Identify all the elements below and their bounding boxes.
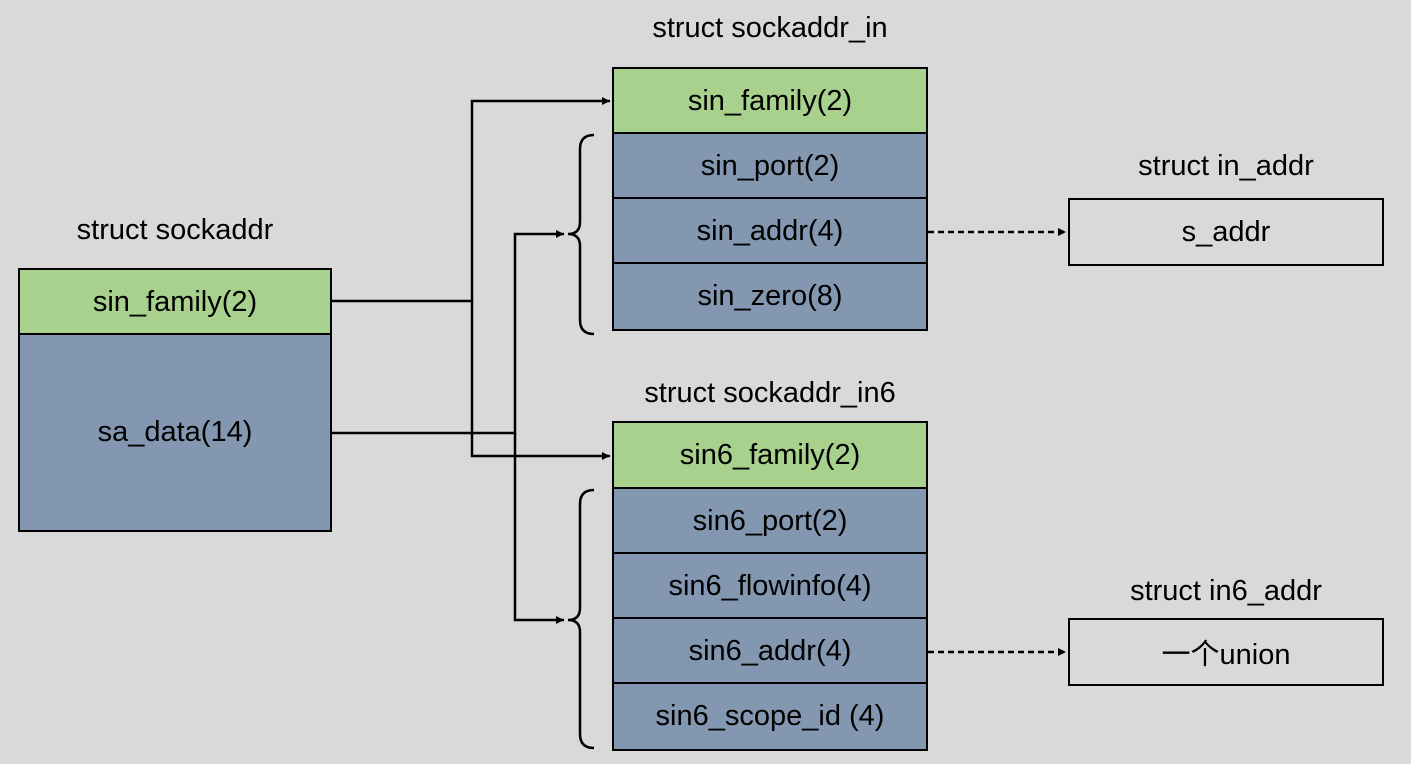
sockaddr-data-field: sa_data(14) xyxy=(18,333,332,532)
brace-sockaddr-in xyxy=(567,133,595,336)
sin-family-field: sin_family(2) xyxy=(612,67,928,135)
sin6-addr-field: sin6_addr(4) xyxy=(612,617,928,685)
s-addr-field: s_addr xyxy=(1068,198,1384,266)
sin-zero-field: sin_zero(8) xyxy=(612,262,928,331)
sin6-flowinfo-field: sin6_flowinfo(4) xyxy=(612,552,928,620)
arrow-data-to-in6-brace xyxy=(513,433,564,624)
in-addr-title: struct in_addr xyxy=(1138,150,1314,182)
sin6-scope-id-field: sin6_scope_id (4) xyxy=(612,682,928,751)
sockaddr-title: struct sockaddr xyxy=(76,214,274,246)
arrow-family-to-sin6-family xyxy=(470,301,610,460)
sin6-family-field: sin6_family(2) xyxy=(612,421,928,490)
sin6-port-field: sin6_port(2) xyxy=(612,487,928,555)
arrow-family-to-sin-family xyxy=(332,97,610,303)
in6-addr-title: struct in6_addr xyxy=(1130,575,1322,607)
sockaddr-family-field: sin_family(2) xyxy=(18,268,332,336)
sockaddr-in-title: struct sockaddr_in xyxy=(652,12,888,44)
sockaddr-in6-title: struct sockaddr_in6 xyxy=(644,377,896,409)
sin-port-field: sin_port(2) xyxy=(612,132,928,200)
brace-sockaddr-in6 xyxy=(567,488,595,750)
arrow-data-to-in-brace xyxy=(332,230,564,435)
in6-union-field: 一个union xyxy=(1068,618,1384,686)
sin-addr-field: sin_addr(4) xyxy=(612,197,928,265)
